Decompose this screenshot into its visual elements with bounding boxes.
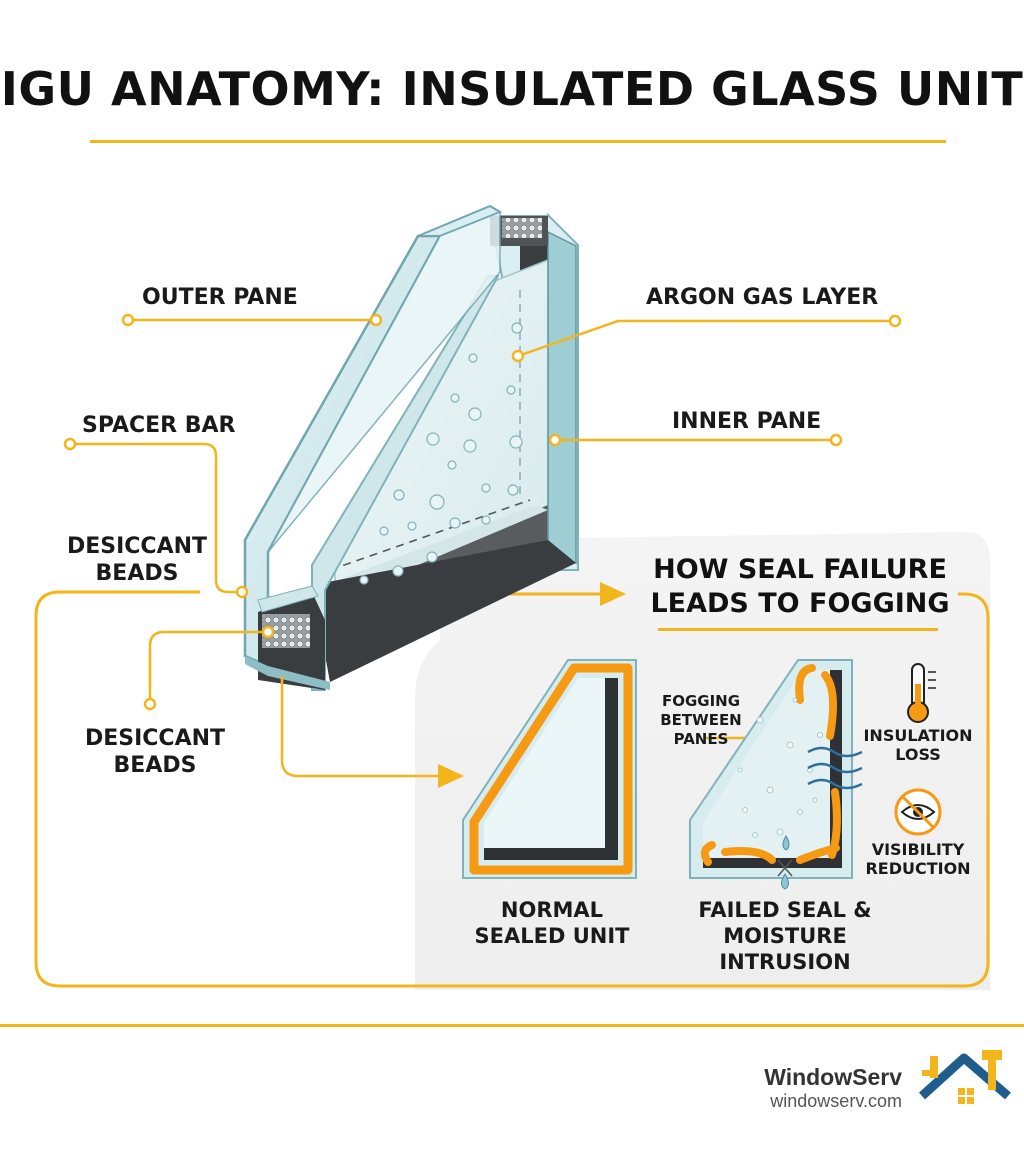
thermometer-icon bbox=[907, 663, 936, 723]
label-line: NORMAL bbox=[500, 898, 604, 922]
label-desiccant-beads-lower: DESICCANT BEADS bbox=[72, 725, 238, 779]
title-underline bbox=[90, 140, 946, 143]
no-visibility-icon bbox=[894, 788, 942, 836]
panel-title-line: LEADS TO FOGGING bbox=[650, 588, 950, 619]
label-line: BEADS bbox=[95, 561, 179, 586]
label-inner-pane: INNER PANE bbox=[672, 409, 822, 434]
label-line: MOISTURE INTRUSION bbox=[719, 924, 851, 974]
water-drop-icon bbox=[781, 873, 789, 890]
label-line: SEALED UNIT bbox=[474, 924, 630, 948]
label-line: DESICCANT bbox=[84, 726, 226, 751]
panel-frame-line bbox=[34, 590, 990, 988]
label-normal-sealed-unit: NORMAL SEALED UNIT bbox=[462, 897, 642, 949]
leader-spacer-bar bbox=[70, 442, 242, 594]
label-line: INSULATION bbox=[863, 726, 973, 745]
failed-seal-unit-graphic bbox=[689, 659, 863, 890]
label-line: PANES bbox=[673, 730, 729, 748]
label-line: FOGGING bbox=[661, 692, 741, 710]
panel-title-line: HOW SEAL FAILURE bbox=[653, 554, 947, 585]
label-line: BETWEEN bbox=[660, 711, 742, 729]
label-line: REDUCTION bbox=[865, 859, 971, 878]
wind-icon bbox=[807, 746, 863, 790]
leader-argon-gas bbox=[517, 319, 895, 358]
footer-brand: WindowServ bbox=[764, 1064, 902, 1090]
label-argon-gas-layer: ARGON GAS LAYER bbox=[646, 285, 879, 310]
normal-sealed-unit-graphic bbox=[462, 659, 637, 879]
label-desiccant-beads-upper: DESICCANT BEADS bbox=[54, 533, 220, 587]
footer-url: windowserv.com bbox=[770, 1091, 902, 1111]
footer-divider bbox=[0, 1024, 1024, 1027]
arrow-head-normal bbox=[438, 764, 464, 788]
label-failed-seal: FAILED SEAL & MOISTURE INTRUSION bbox=[660, 897, 910, 975]
label-line: FAILED SEAL & bbox=[698, 898, 872, 922]
label-line: LOSS bbox=[895, 745, 941, 764]
label-line: VISIBILITY bbox=[871, 840, 965, 859]
label-insulation-loss: INSULATION LOSS bbox=[862, 726, 974, 764]
panel-title: HOW SEAL FAILURE LEADS TO FOGGING bbox=[630, 553, 970, 621]
water-drop-icon bbox=[782, 835, 790, 851]
label-line: BEADS bbox=[113, 753, 197, 778]
hammer-icon bbox=[982, 1050, 1002, 1090]
arrow-head-right bbox=[600, 582, 626, 606]
panel-title-underline bbox=[658, 628, 938, 631]
label-outer-pane: OUTER PANE bbox=[142, 285, 298, 310]
label-line: DESICCANT bbox=[66, 534, 208, 559]
page-title: IGU ANATOMY: INSULATED GLASS UNIT bbox=[0, 62, 1024, 116]
igu-cross-section bbox=[243, 204, 579, 691]
label-fogging-between-panes: FOGGING BETWEEN PANES bbox=[646, 692, 756, 749]
leader-to-normal bbox=[280, 676, 440, 778]
leader-desiccant bbox=[148, 630, 268, 704]
label-visibility-reduction: VISIBILITY REDUCTION bbox=[862, 840, 974, 878]
label-spacer-bar: SPACER BAR bbox=[82, 413, 236, 438]
